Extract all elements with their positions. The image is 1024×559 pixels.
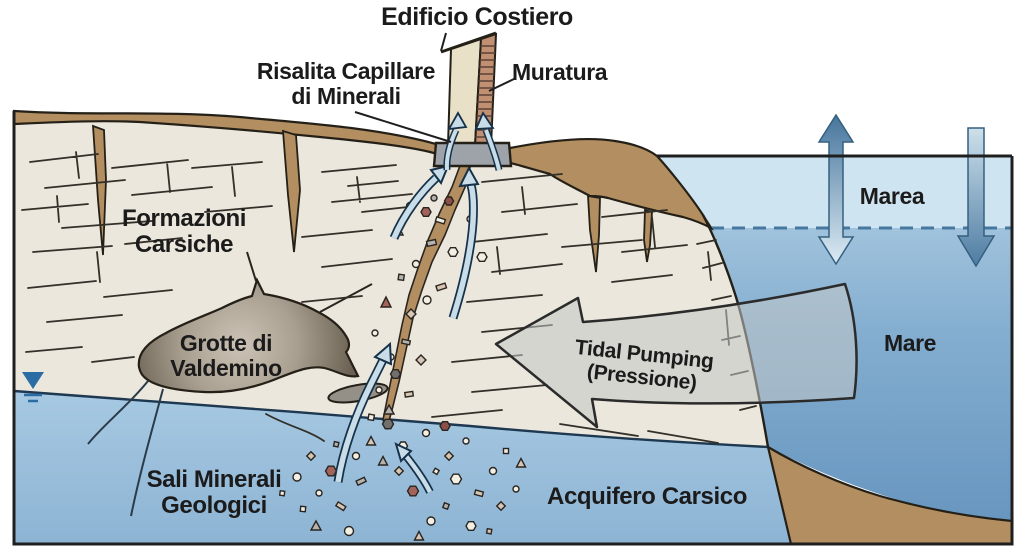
mineral-particles [278, 194, 527, 541]
rising-arrow-icon [333, 341, 393, 483]
soil-crevice-1 [92, 124, 107, 256]
aquifer-water [14, 391, 791, 544]
rising-arrow-icon [448, 165, 480, 320]
seabed-wedge [766, 444, 1014, 546]
label-aquifer: Acquifero Carsico [547, 483, 747, 510]
label-coastal-building: Edificio Costiero [381, 3, 573, 31]
cliff-face-edge [701, 214, 770, 448]
label-karst-formations: Formazioni Carsiche [121, 205, 247, 259]
coastal-building [432, 31, 513, 171]
up-down-arrow-icon [817, 113, 855, 266]
tide-arrows [817, 113, 996, 268]
capillary-rise-arrow-icon [474, 111, 503, 171]
capillary-arrows [333, 164, 480, 494]
label-minerals-line2: Geologici [161, 492, 267, 520]
frame-border [12, 111, 1014, 546]
cave-crack-lines [87, 380, 164, 517]
label-capillary-rise-line1: Risalita Capillare [256, 58, 436, 84]
label-minerals-line1: Sali Minerali [146, 466, 282, 493]
label-cave-line1: Grotte di [179, 330, 273, 356]
roof-line [440, 31, 497, 54]
rising-arrow-icon [394, 442, 434, 494]
topsoil [12, 109, 714, 231]
label-sea: Mare [883, 330, 937, 356]
label-mineral-salts: Sali Minerali Geologici [146, 466, 282, 520]
label-leader-lines [354, 32, 517, 143]
soil-crevice-2 [281, 129, 301, 253]
label-capillary-rise-line2: di Minerali [291, 83, 401, 110]
rising-arrow-icon [389, 164, 450, 240]
label-masonry: Muratura [512, 59, 608, 85]
tidal-pumping-arrow-icon [494, 282, 858, 429]
diagram-frame [12, 111, 1014, 546]
soil-layer [12, 109, 1014, 546]
label-cave-line2: Valdemino [170, 355, 282, 382]
label-capillary-rise: Risalita Capillare di Minerali [256, 58, 436, 110]
soil-crevice-3 [587, 194, 601, 273]
water-table-icon [22, 372, 44, 403]
label-karst-line2: Carsiche [134, 231, 234, 259]
label-cave: Grotte di Valdemino [170, 330, 282, 382]
down-arrow-icon [956, 127, 996, 268]
label-tide: Marea [859, 183, 925, 209]
capillary-rise-arrow-icon [443, 111, 468, 171]
cave-chamber [137, 277, 360, 394]
label-karst-line1: Formazioni [121, 205, 247, 232]
